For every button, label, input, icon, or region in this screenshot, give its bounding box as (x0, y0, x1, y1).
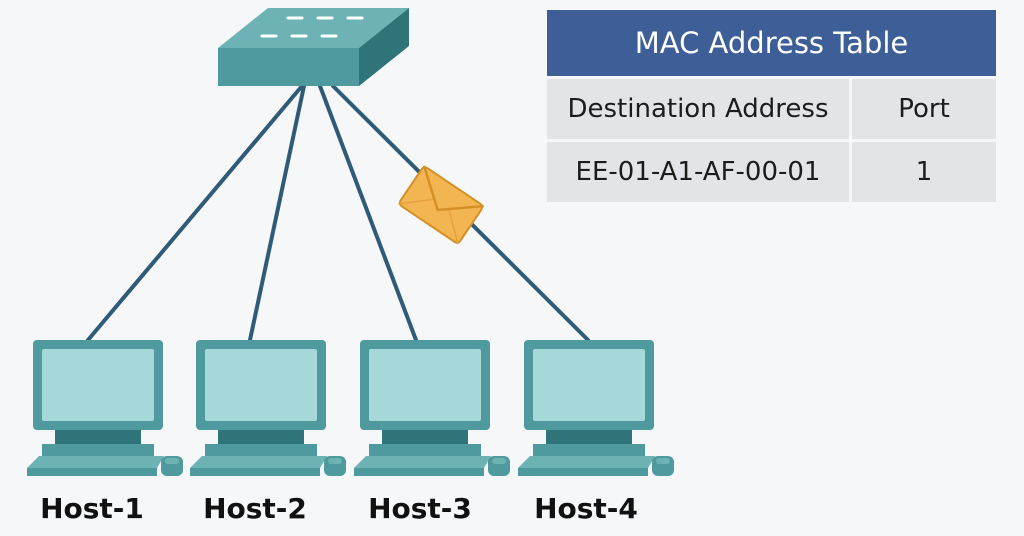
table-row: EE-01-A1-AF-00-01 1 (547, 139, 996, 202)
table-header-row: Destination Address Port (547, 76, 996, 139)
cell-destination-address: EE-01-A1-AF-00-01 (547, 139, 852, 202)
cell-port: 1 (852, 139, 996, 202)
host-label-1: Host-1 (40, 492, 144, 525)
column-header-port: Port (852, 76, 996, 139)
cable-host-3 (318, 84, 418, 342)
computer-icon (354, 340, 510, 476)
computer-icon (518, 340, 674, 476)
computer-icon (190, 340, 346, 476)
host-label-4: Host-4 (534, 492, 638, 525)
table-title: MAC Address Table (547, 10, 996, 76)
switch-icon (218, 8, 409, 86)
envelope-icon (398, 165, 484, 245)
host-label-3: Host-3 (368, 492, 472, 525)
computer-icon (27, 340, 183, 476)
column-header-destination: Destination Address (547, 76, 852, 139)
cable-host-1 (86, 84, 304, 342)
network-cables (86, 84, 590, 342)
host-label-2: Host-2 (203, 492, 307, 525)
cable-host-2 (248, 84, 306, 342)
mac-address-table: MAC Address Table Destination Address Po… (547, 10, 996, 202)
